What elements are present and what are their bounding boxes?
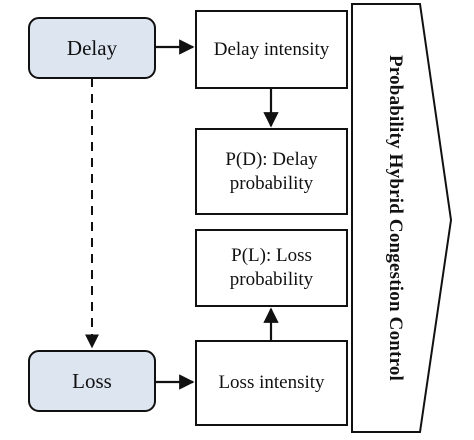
loss-node xyxy=(28,350,156,412)
loss-probability-box xyxy=(195,229,348,307)
loss-intensity-box xyxy=(195,340,348,426)
control-chevron-shape xyxy=(351,3,453,433)
delay-intensity-box xyxy=(195,10,348,89)
delay-probability-box xyxy=(195,128,348,215)
delay-node xyxy=(28,17,156,79)
